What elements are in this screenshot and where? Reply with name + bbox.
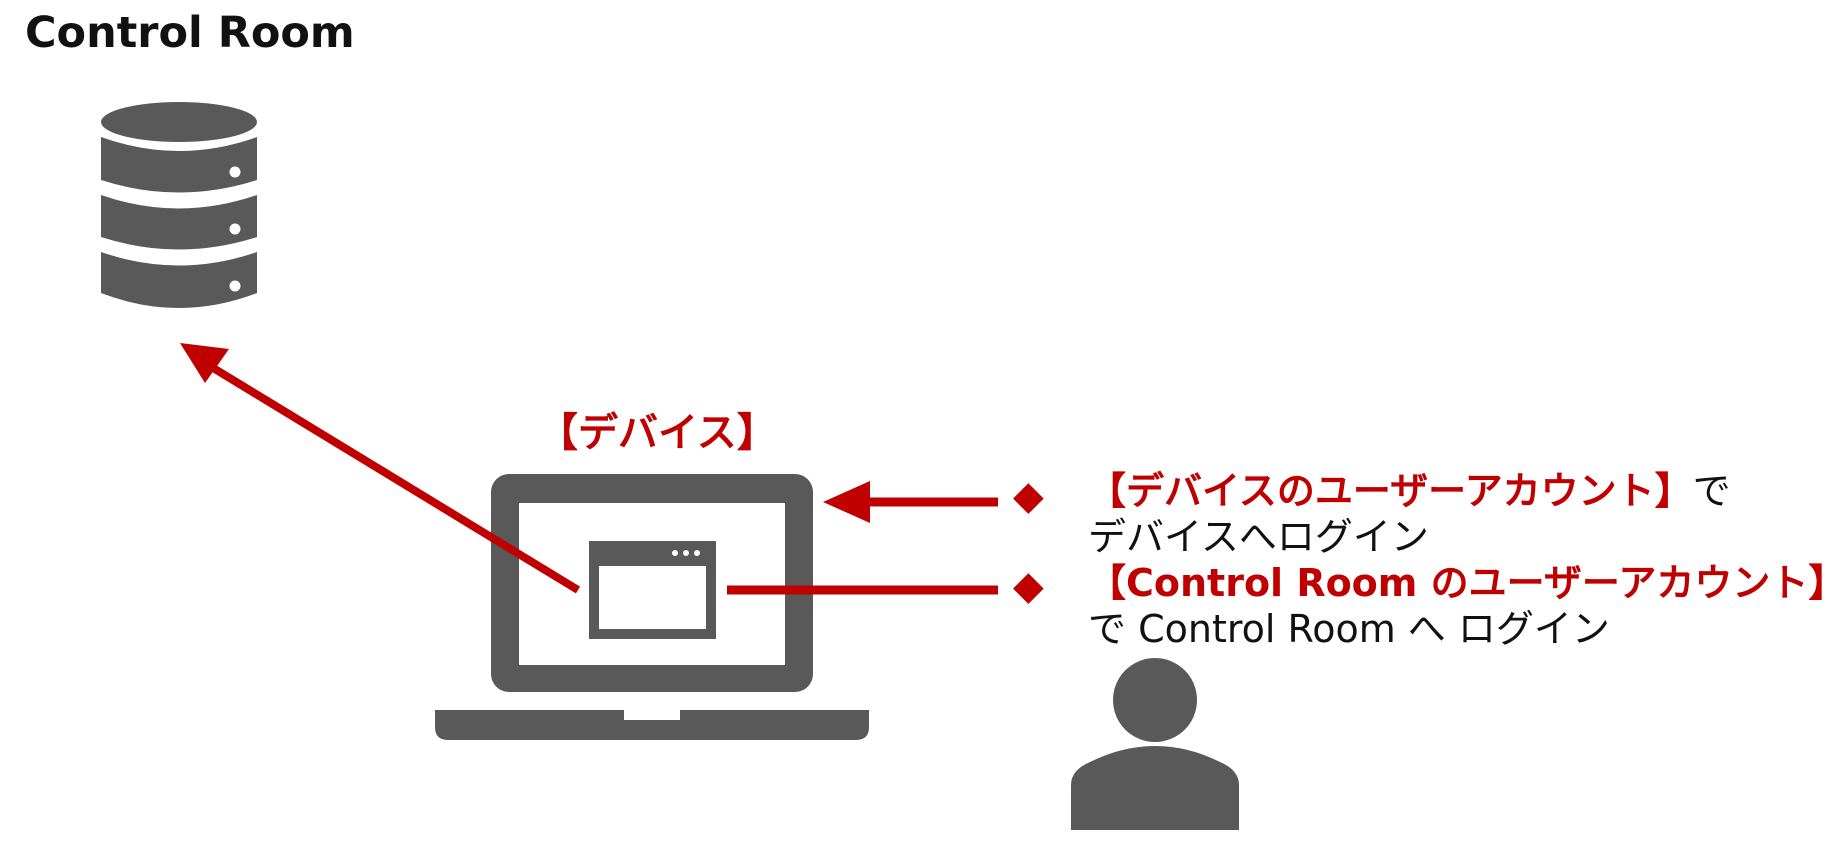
arrow-to-device <box>823 481 998 523</box>
user-person-icon <box>1071 658 1239 830</box>
database-server-icon <box>101 102 257 308</box>
device-account-particle: で <box>1692 469 1731 513</box>
control-room-account-login-item: 【Control Room のユーザーアカウント】 で Control Room… <box>1088 560 1844 652</box>
control-room-login-text: で Control Room へ ログイン <box>1088 607 1610 651</box>
device-label: 【デバイス】 <box>538 410 777 456</box>
browser-window-icon <box>589 541 716 639</box>
page-title: Control Room <box>25 8 355 58</box>
device-login-text: デバイスへログイン <box>1088 515 1429 559</box>
diamond-bullet-icon: ◆ <box>1013 473 1044 519</box>
device-account-label: 【デバイスのユーザーアカウント】 <box>1088 469 1693 513</box>
diamond-bullet-icon: ◆ <box>1013 563 1044 609</box>
arrow-to-control-room <box>180 343 581 594</box>
device-account-login-item: 【デバイスのユーザーアカウント】で デバイスへログイン <box>1088 468 1838 560</box>
control-room-account-label: 【Control Room のユーザーアカウント】 <box>1088 561 1844 605</box>
